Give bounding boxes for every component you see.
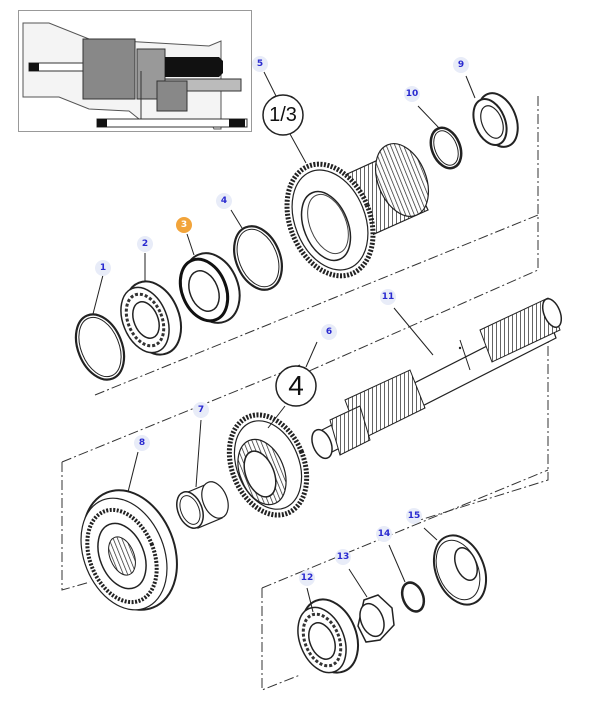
callout-part-11[interactable]: 11	[380, 289, 396, 305]
part-2-ball-bearing	[120, 280, 182, 356]
part-10-ring	[429, 126, 463, 170]
part-11-main-shaft	[311, 297, 563, 460]
part-4-ring	[233, 225, 283, 291]
part-14-o-ring	[400, 581, 426, 613]
gear-1-3-label: 1/3	[269, 104, 297, 126]
callout-part-7[interactable]: 7	[193, 402, 209, 418]
callout-part-8[interactable]: 8	[134, 435, 150, 451]
part-13-nut	[357, 594, 395, 643]
callout-part-1[interactable]: 1	[95, 260, 111, 276]
callout-part-5[interactable]: 5	[252, 56, 268, 72]
leader-lines	[92, 71, 476, 613]
part-1-snap-ring	[74, 313, 126, 381]
part-15-seal-cover	[432, 534, 488, 606]
part-3-bearing	[178, 252, 241, 324]
callout-part-6[interactable]: 6	[321, 324, 337, 340]
part-6-gear-4	[226, 412, 310, 518]
transmission-thumbnail[interactable]	[18, 10, 252, 132]
callout-part-9[interactable]: 9	[453, 57, 469, 73]
callout-part-4[interactable]: 4	[216, 193, 232, 209]
transmission-section-drawing	[22, 22, 248, 130]
part-8-synchronizer	[80, 489, 178, 611]
callout-part-14[interactable]: 14	[376, 526, 392, 542]
part-5-gear-1-3	[284, 143, 430, 279]
callout-part-10[interactable]: 10	[404, 86, 420, 102]
callout-part-2[interactable]: 2	[137, 236, 153, 252]
callout-part-13[interactable]: 13	[335, 549, 351, 565]
part-9-bearing-cup	[472, 92, 519, 148]
part-7-bushing	[176, 481, 229, 529]
gear-4-label: 4	[288, 370, 304, 401]
part-12-tapered-bearing	[297, 598, 359, 674]
callout-part-12[interactable]: 12	[299, 570, 315, 586]
callout-part-15[interactable]: 15	[406, 508, 422, 524]
callout-part-3-selected[interactable]: 3	[176, 217, 192, 233]
